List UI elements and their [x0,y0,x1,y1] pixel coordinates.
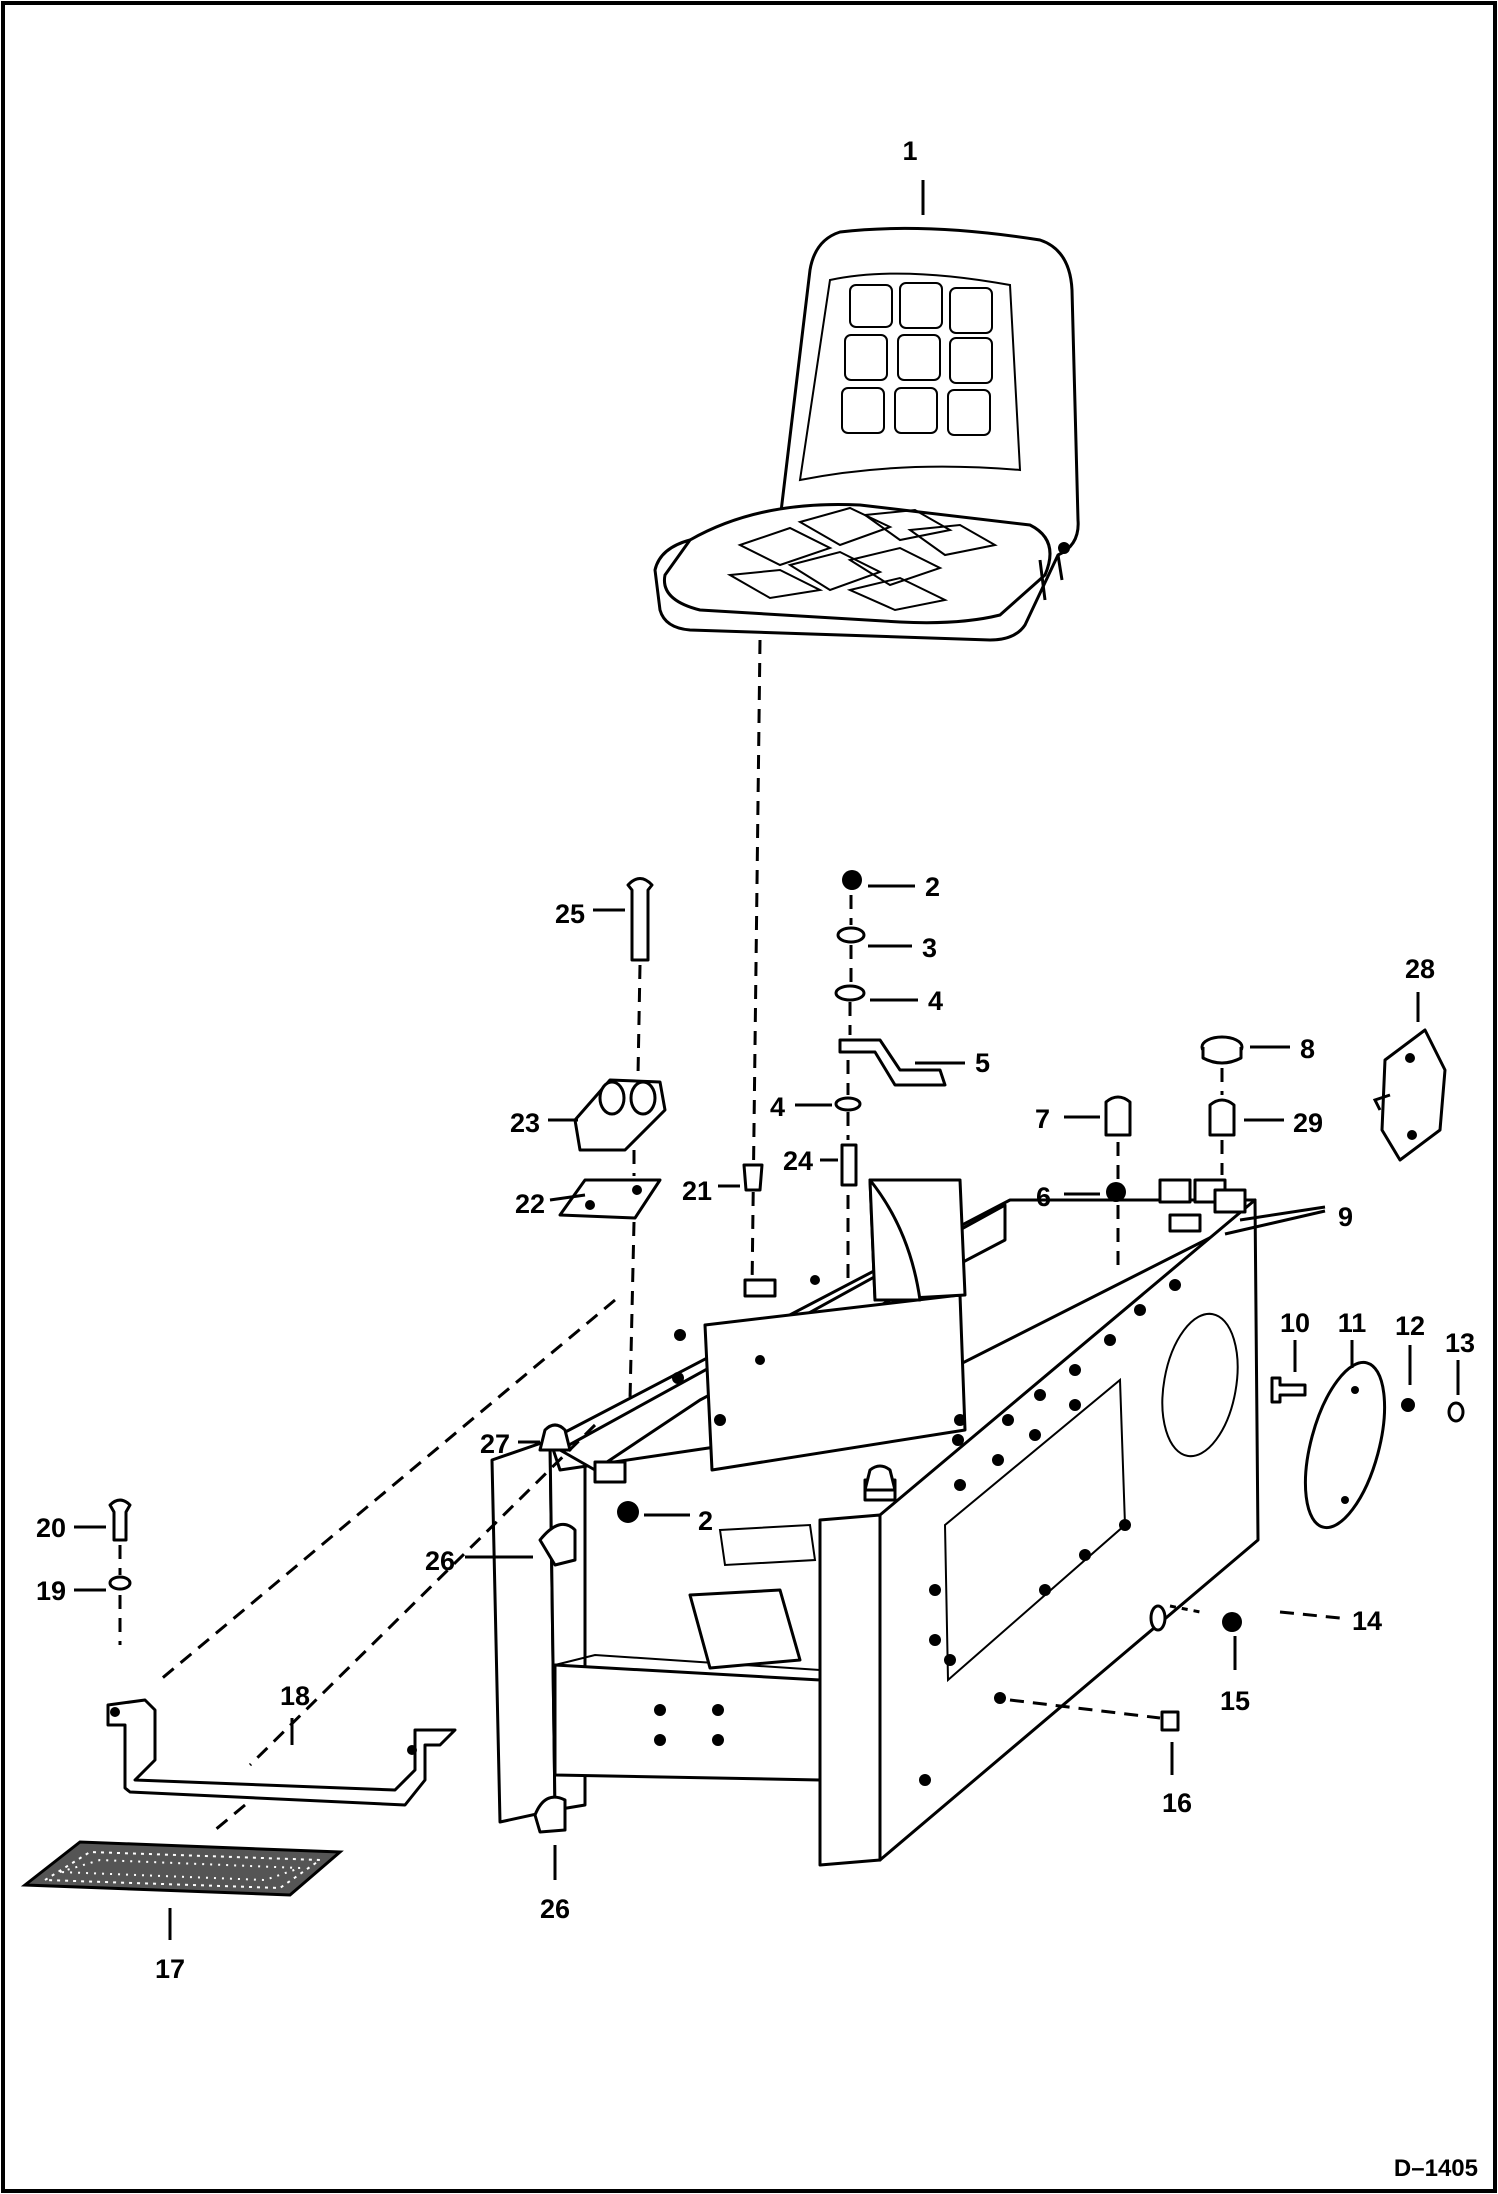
callout-25: 25 [555,899,585,929]
callout-26-upper: 26 [425,1546,455,1576]
step-hook-lower [533,1795,567,1834]
nut-12 [1401,1398,1415,1412]
callout-23: 23 [510,1108,540,1138]
callout-1: 1 [902,136,917,166]
fastener-stack [834,870,947,1187]
spacer-29 [1208,1098,1236,1137]
callout-17: 17 [155,1954,185,1984]
callout-20: 20 [36,1513,66,1543]
callout-2-bottom: 2 [698,1506,713,1536]
latch-28 [1372,1028,1447,1162]
callout-27: 27 [480,1429,510,1459]
washer-13 [1447,1401,1465,1423]
callout-18: 18 [280,1681,310,1711]
callout-15: 15 [1220,1686,1250,1716]
drawing-id: D–1405 [1394,2155,1478,2182]
callout-21: 21 [682,1176,712,1206]
callout-5: 5 [975,1048,990,1078]
grommet-21 [742,1163,764,1192]
callout-16: 16 [1162,1788,1192,1818]
callout-12: 12 [1395,1311,1425,1341]
callout-14: 14 [1352,1606,1382,1636]
callout-2-top: 2 [925,872,940,902]
step-bracket-icon [106,1698,457,1807]
callout-22: 22 [515,1189,545,1219]
latch-icon [558,877,667,1220]
callout-29: 29 [1293,1108,1323,1138]
callout-4-upper: 4 [928,986,943,1016]
bolt-10 [1270,1376,1307,1404]
bolt-20 [108,1498,132,1542]
spacer-7 [1104,1095,1132,1137]
step-hook-upper [538,1522,577,1567]
callout-4-lower: 4 [770,1092,785,1122]
round-cover-icon [1303,1360,1387,1530]
callout-6: 6 [1036,1182,1051,1212]
callout-13: 13 [1445,1328,1475,1358]
frame-icon [490,1178,1260,1867]
callout-9: 9 [1338,1202,1353,1232]
callout-10: 10 [1280,1308,1310,1338]
callout-24: 24 [783,1146,813,1176]
step-pad-icon [20,1840,344,1897]
callout-8: 8 [1300,1034,1315,1064]
callout-3: 3 [922,933,937,963]
callout-26-lower: 26 [540,1894,570,1924]
callout-11: 11 [1338,1308,1367,1338]
callout-28: 28 [1405,954,1435,984]
callout-19: 19 [36,1576,66,1606]
callout-7: 7 [1035,1104,1050,1134]
seat-icon [653,226,1080,642]
